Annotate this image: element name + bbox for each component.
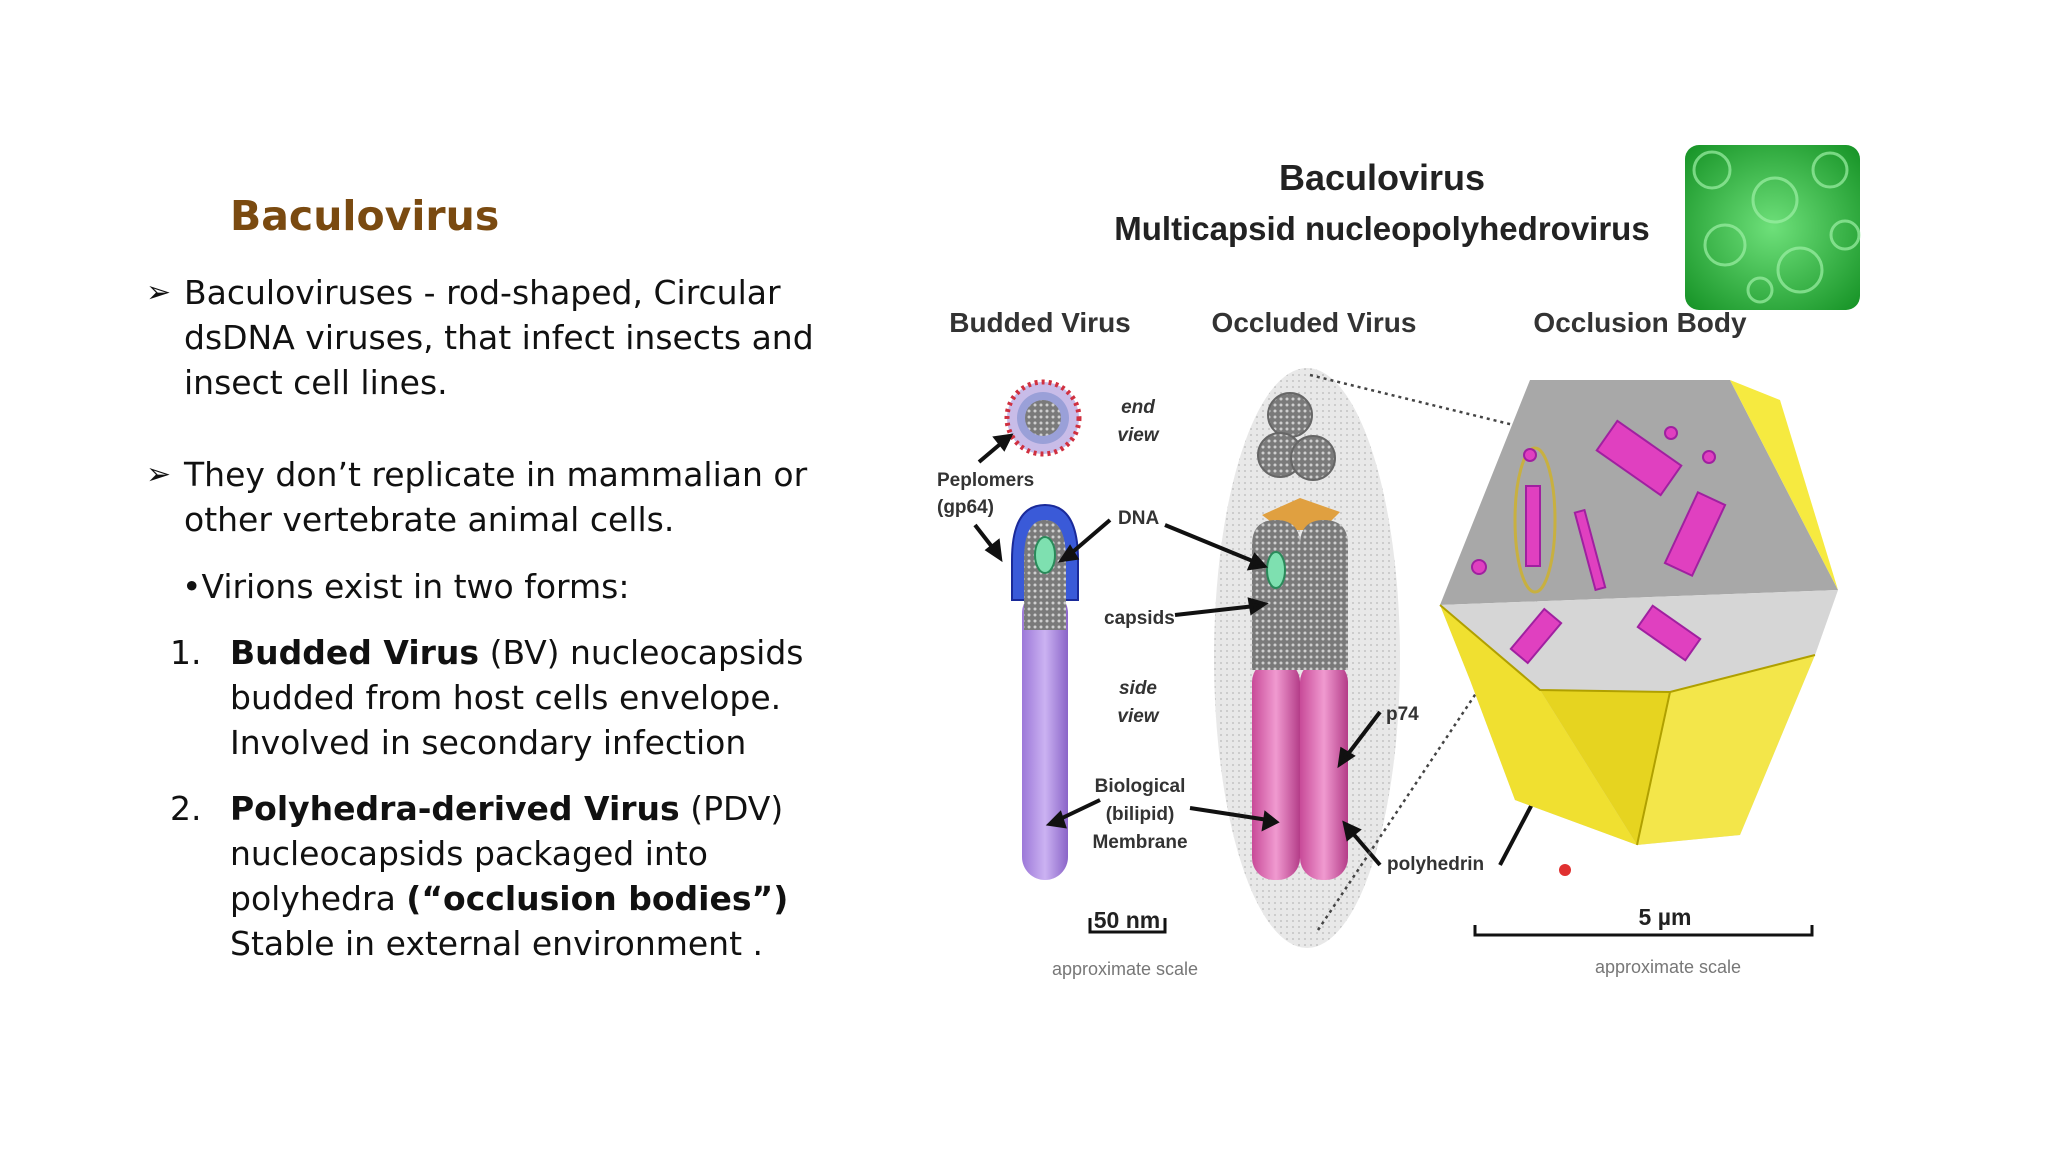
list-line: Polyhedra-derived Virus (PDV) <box>230 786 890 831</box>
header-occluded-virus: Occluded Virus <box>1212 307 1417 338</box>
list-line: Involved in secondary infection <box>230 723 747 762</box>
word: don’t <box>275 455 361 494</box>
figure-title: Baculovirus <box>1279 157 1485 198</box>
bullet-line: insect cell lines. <box>184 363 448 402</box>
word: They <box>184 455 265 494</box>
list-line: nucleocapsids packaged into <box>230 834 708 873</box>
word: mammalian <box>566 455 763 494</box>
list-item-polyhedra-virus: 2. Polyhedra-derived Virus (PDV) nucleoc… <box>170 786 890 966</box>
term-budded-virus: Budded Virus <box>230 633 480 672</box>
scale-label-50nm: 50 nm <box>1094 907 1160 933</box>
list-line: Budded Virus (BV) nucleocapsids <box>230 630 890 675</box>
word: replicate <box>371 455 516 494</box>
label-end: end <box>1121 397 1155 418</box>
baculovirus-diagram: Baculovirus Multicapsid nucleopolyhedrov… <box>937 145 1861 979</box>
label-view-side: view <box>1117 706 1159 727</box>
virion-forms-heading: •Virions exist in two forms: <box>182 567 630 606</box>
connector-lines <box>1309 373 1547 931</box>
scale-bar-50nm: 50 nm approximate scale <box>1052 907 1198 979</box>
approx-scale-label: approximate scale <box>1052 959 1198 979</box>
term-rest: polyhedra <box>230 879 407 918</box>
green-virus-thumbnail <box>1685 145 1861 310</box>
list-line: Stable in external environment . <box>230 924 764 963</box>
term-rest: (PDV) <box>679 789 784 828</box>
budded-virus-end-view <box>1004 379 1082 457</box>
term-rest: (BV) nucleocapsids <box>479 633 804 672</box>
list-line: budded from host cells envelope. <box>230 678 782 717</box>
label-polyhedrin: polyhedrin <box>1387 854 1484 875</box>
scale-bar-5um: 5 µm approximate scale <box>1473 904 1814 977</box>
bullet-line: dsDNA viruses, that infect insects and <box>184 318 814 357</box>
label-p74: p74 <box>1386 704 1419 725</box>
label-gp64: (gp64) <box>937 497 994 518</box>
label-capsids: capsids <box>1104 608 1175 629</box>
label-biological: Biological <box>1095 776 1186 797</box>
label-side: side <box>1119 678 1157 699</box>
word: - <box>423 273 436 312</box>
label-dna: DNA <box>1118 508 1159 529</box>
bullet-line: other vertebrate animal cells. <box>184 500 675 539</box>
arrow-bullet-icon: ➢ <box>146 457 172 492</box>
word: Baculoviruses <box>184 273 414 312</box>
label-view: view <box>1117 425 1159 446</box>
list-number: 1. <box>170 633 202 672</box>
word: or <box>773 455 808 494</box>
list-item-budded-virus: 1. Budded Virus (BV) nucleocapsids budde… <box>170 630 890 765</box>
budded-arrows <box>973 433 1112 829</box>
bullet-line: They don’t replicate in mammalian or <box>184 452 916 497</box>
approx-scale-label: approximate scale <box>1595 957 1741 977</box>
label-membrane: Membrane <box>1092 832 1187 853</box>
budded-virus-side-view <box>1011 503 1079 880</box>
term-polyhedra-virus: Polyhedra-derived Virus <box>230 789 680 828</box>
pointer-dot <box>1559 864 1571 876</box>
bullet-line: Baculoviruses - rod-shaped, Circular <box>184 270 916 315</box>
header-budded-virus: Budded Virus <box>949 307 1131 338</box>
bullet-baculoviruses: ➢ Baculoviruses - rod-shaped, Circular d… <box>146 270 916 405</box>
scale-label-5um: 5 µm <box>1639 904 1692 930</box>
bullet-replication: ➢ They don’t replicate in mammalian or o… <box>146 452 916 542</box>
word: rod-shaped, <box>446 273 643 312</box>
header-occlusion-body: Occlusion Body <box>1533 307 1747 338</box>
word: Circular <box>653 273 781 312</box>
slide-title: Baculovirus <box>230 192 500 240</box>
occluded-virus <box>1214 368 1400 948</box>
list-number: 2. <box>170 789 202 828</box>
figure-subtitle: Multicapsid nucleopolyhedrovirus <box>1114 210 1649 247</box>
arrow-bullet-icon: ➢ <box>146 275 172 310</box>
occlusion-body-polyhedron <box>1439 380 1838 846</box>
label-peplomers: Peplomers <box>937 470 1034 491</box>
word: in <box>525 455 557 494</box>
list-line: polyhedra (“occlusion bodies”) <box>230 876 890 921</box>
label-bilipid: (bilipid) <box>1106 804 1175 825</box>
term-occlusion-bodies: (“occlusion bodies”) <box>406 879 789 918</box>
